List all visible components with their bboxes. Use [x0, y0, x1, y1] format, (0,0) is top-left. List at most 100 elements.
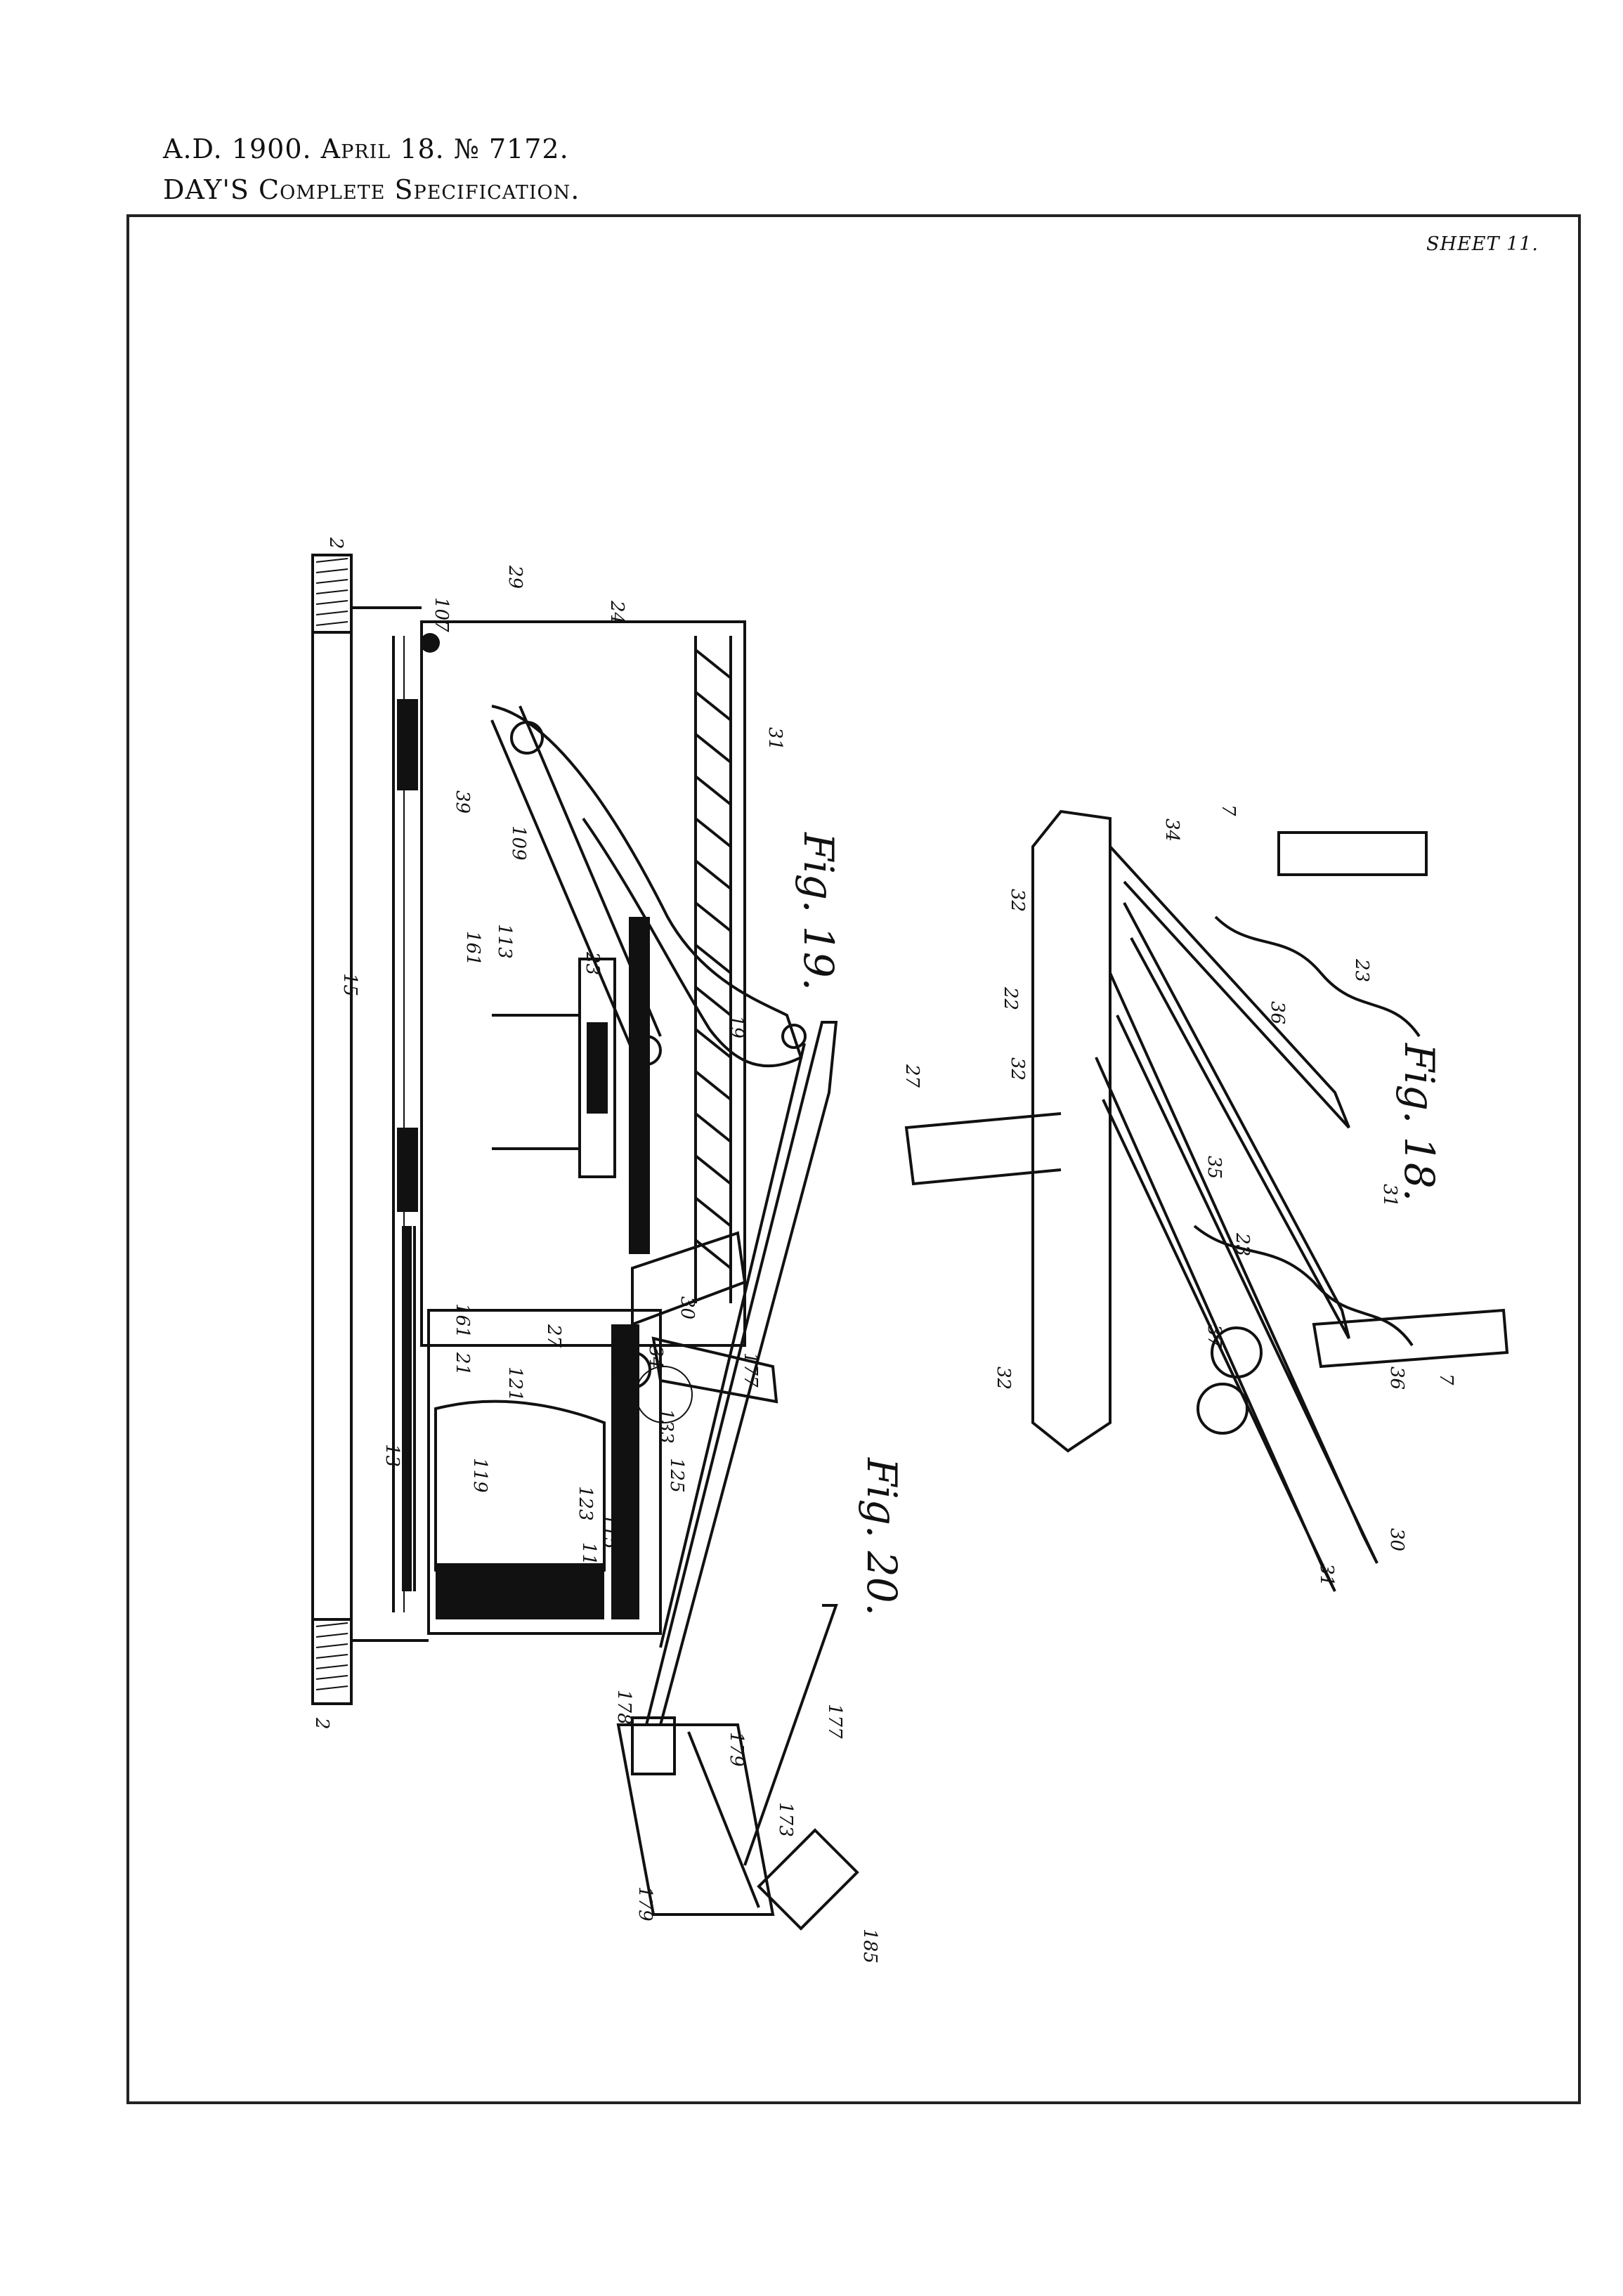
bar-7-top	[1277, 831, 1428, 876]
housing	[420, 620, 746, 1347]
plate-185	[757, 1828, 859, 1931]
label-13: 13	[382, 1444, 403, 1467]
header-line-2: DAY'S Complete Specification.	[163, 174, 580, 205]
label-39: 39	[452, 790, 473, 814]
roller-123	[635, 1366, 693, 1423]
block-lower	[397, 1128, 418, 1212]
fig-19-title: Fig. 19.	[795, 832, 842, 991]
arm-19	[491, 705, 803, 1068]
label-22: 22	[1000, 986, 1021, 1010]
label-32-bottom: 32	[993, 1366, 1014, 1390]
link-109	[490, 719, 634, 1051]
sheet-label: SHEET 11.	[1426, 233, 1539, 255]
label-161-upper: 161	[462, 931, 483, 966]
label-177-lower: 177	[824, 1704, 845, 1739]
label-31: 31	[764, 727, 786, 750]
label-185: 185	[859, 1929, 880, 1964]
rail-bottom-hatch	[315, 1622, 348, 1690]
label-29: 29	[504, 565, 526, 589]
label-36-bottom: 36	[1386, 1366, 1407, 1390]
label-36-top: 36	[1267, 1001, 1288, 1024]
lever-27	[631, 1231, 747, 1326]
bar-7-bottom	[1312, 1308, 1509, 1369]
carriage-179	[616, 1723, 775, 1916]
spindle-core	[587, 1022, 608, 1114]
label-133: 133	[656, 1409, 677, 1444]
rail-top-end	[311, 554, 353, 634]
roller-116	[436, 1563, 604, 1619]
label-125: 125	[666, 1458, 687, 1493]
label-31-top: 31	[1379, 1184, 1400, 1207]
label-21: 21	[452, 1352, 473, 1376]
fig-20-title: Fig. 20.	[858, 1457, 906, 1616]
label-115: 115	[599, 1514, 620, 1549]
label-23-mid: 23	[1232, 1232, 1253, 1256]
label-177-upper: 177	[740, 1352, 761, 1388]
drawing-frame	[126, 214, 1581, 2104]
label-35-top: 35	[1204, 1156, 1225, 1179]
frame-22	[1031, 809, 1112, 1453]
label-2-bottom: 2	[311, 1717, 332, 1730]
block-upper	[397, 699, 418, 790]
rail-top-hatch	[315, 558, 348, 626]
bearing-37	[1211, 1326, 1263, 1378]
label-117: 117	[490, 1563, 511, 1598]
label-179-lower: 179	[634, 1886, 656, 1922]
header-applicant: DAY'S	[163, 174, 249, 205]
label-107: 107	[431, 597, 452, 632]
rail-13-dark	[402, 1226, 412, 1591]
label-23-top: 23	[1351, 958, 1372, 982]
header-number: 18. № 7172.	[400, 133, 569, 164]
fig-18-title: Fig. 18.	[1395, 1043, 1443, 1201]
header-month: April	[320, 133, 391, 164]
label-7-bottom: 7	[1435, 1374, 1456, 1385]
label-113: 113	[494, 924, 515, 959]
label-27: 27	[543, 1324, 564, 1348]
wave-23-a	[1214, 915, 1421, 1038]
arm-19-eye	[781, 1024, 807, 1049]
label-32-mid: 32	[1007, 1057, 1028, 1081]
figure-19: 2 107 29 24 31 39 109 113 161 23 19 15 2…	[311, 537, 842, 1730]
label-161-lower: 161	[452, 1303, 473, 1338]
spindle-161	[578, 958, 616, 1178]
arm-27	[904, 1112, 1062, 1186]
label-34: 34	[645, 1345, 666, 1369]
label-15: 15	[339, 973, 360, 996]
wave-23-b	[1193, 1225, 1414, 1347]
label-121: 121	[504, 1366, 526, 1402]
pin-121	[613, 1351, 651, 1389]
label-116: 116	[578, 1542, 599, 1577]
label-30: 30	[1386, 1528, 1407, 1551]
pin-107	[420, 633, 440, 653]
patent-drawing: 2 107 29 24 31 39 109 113 161 23 19 15 2…	[311, 537, 1509, 1964]
label-37: 37	[1204, 1324, 1225, 1348]
pivot-39	[510, 721, 544, 755]
header-spec: Complete Specification.	[259, 174, 580, 205]
label-7-top: 7	[1218, 804, 1239, 816]
figure-18: 34 7 32 22 27 32 23 36 31 35 37 23 30 31…	[901, 804, 1509, 1592]
bar-177-long	[644, 1021, 838, 1726]
label-178: 178	[613, 1690, 634, 1725]
bar-177-edge	[659, 1043, 806, 1648]
rail-bottom-end	[311, 1618, 353, 1705]
label-23: 23	[582, 951, 603, 975]
bars-30-31	[1095, 845, 1378, 1592]
label-32-top: 32	[1007, 889, 1028, 912]
strap-125	[651, 1336, 778, 1404]
header-year: A.D. 1900.	[163, 133, 312, 164]
label-27: 27	[901, 1064, 923, 1088]
roller-housing	[427, 1309, 662, 1635]
block-178	[631, 1716, 676, 1775]
label-2-top: 2	[325, 537, 346, 549]
label-31-bottom: 31	[1316, 1563, 1337, 1586]
bar-177-short	[743, 1604, 838, 1866]
label-32: 32	[610, 1349, 631, 1372]
label-30: 30	[677, 1296, 698, 1319]
label-123: 123	[575, 1486, 596, 1521]
label-34: 34	[1161, 818, 1182, 842]
header-line-1: A.D. 1900. April 18. № 7172.	[163, 133, 569, 164]
label-179-upper: 179	[726, 1732, 747, 1767]
label-109: 109	[508, 826, 529, 861]
label-173: 173	[775, 1802, 796, 1837]
carriage-173	[687, 1731, 760, 1908]
